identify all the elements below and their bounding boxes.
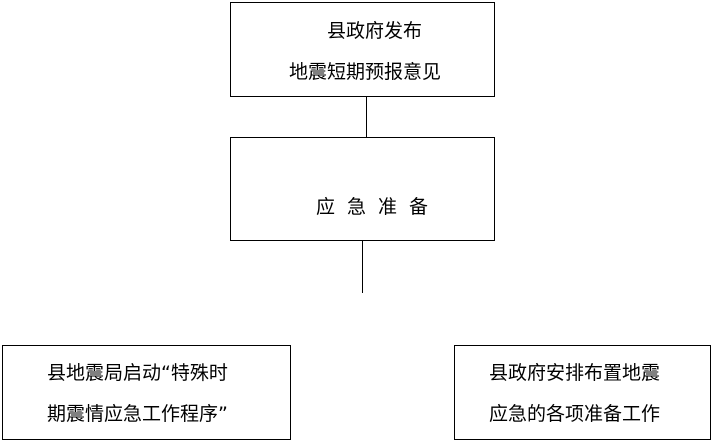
top-box-line2: 地震短期预报意见 (289, 61, 442, 83)
connector-middle-down (362, 241, 363, 293)
left-box-line2: 期震情应急工作程序” (47, 403, 228, 425)
middle-box (230, 137, 495, 241)
left-box (2, 345, 291, 440)
top-box-line1: 县政府发布 (327, 20, 423, 42)
connector-top-middle (366, 97, 367, 137)
right-box (454, 345, 711, 440)
right-box-line2: 应急的各项准备工作 (489, 403, 661, 425)
right-box-line1: 县政府安排布置地震 (489, 362, 661, 384)
left-box-line1: 县地震局启动“特殊时 (47, 362, 228, 384)
top-box (230, 2, 495, 97)
middle-box-label: 应急准备 (316, 196, 441, 218)
